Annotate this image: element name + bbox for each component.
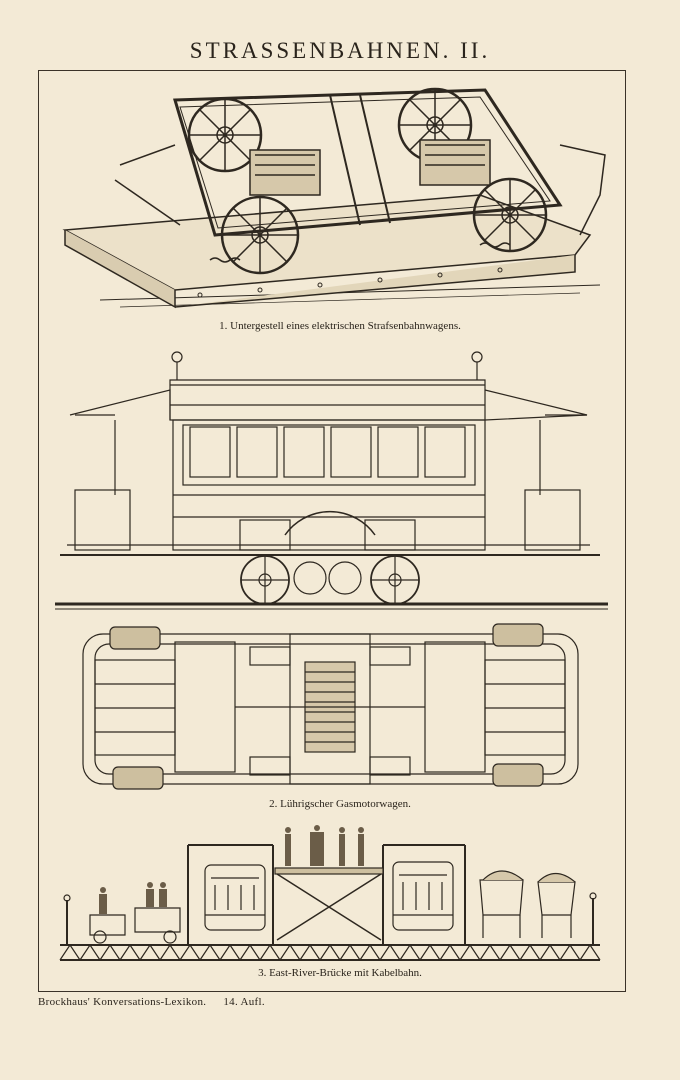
figure-2-caption: 2. Lührigscher Gasmotorwagen. (269, 798, 411, 810)
figure-1-chassis-illustration (62, 87, 606, 309)
figure-1-caption: 1. Untergestell eines elektrischen Straf… (219, 320, 461, 332)
plate-frame (38, 70, 626, 992)
footer-edition: 14. Aufl. (223, 996, 265, 1008)
plate-footer: Brockhaus' Konversations-Lexikon. 14. Au… (38, 996, 279, 1008)
page-title: STRASSENBAHNEN. II. (189, 38, 491, 63)
figure-3-caption: 3. East-River-Brücke mit Kabelbahn. (258, 967, 422, 979)
figure-3-bridge-section (59, 825, 601, 962)
footer-source: Brockhaus' Konversations-Lexikon. (38, 996, 207, 1008)
figure-2-plan-view (82, 623, 579, 790)
figure-2-side-elevation (55, 351, 608, 610)
